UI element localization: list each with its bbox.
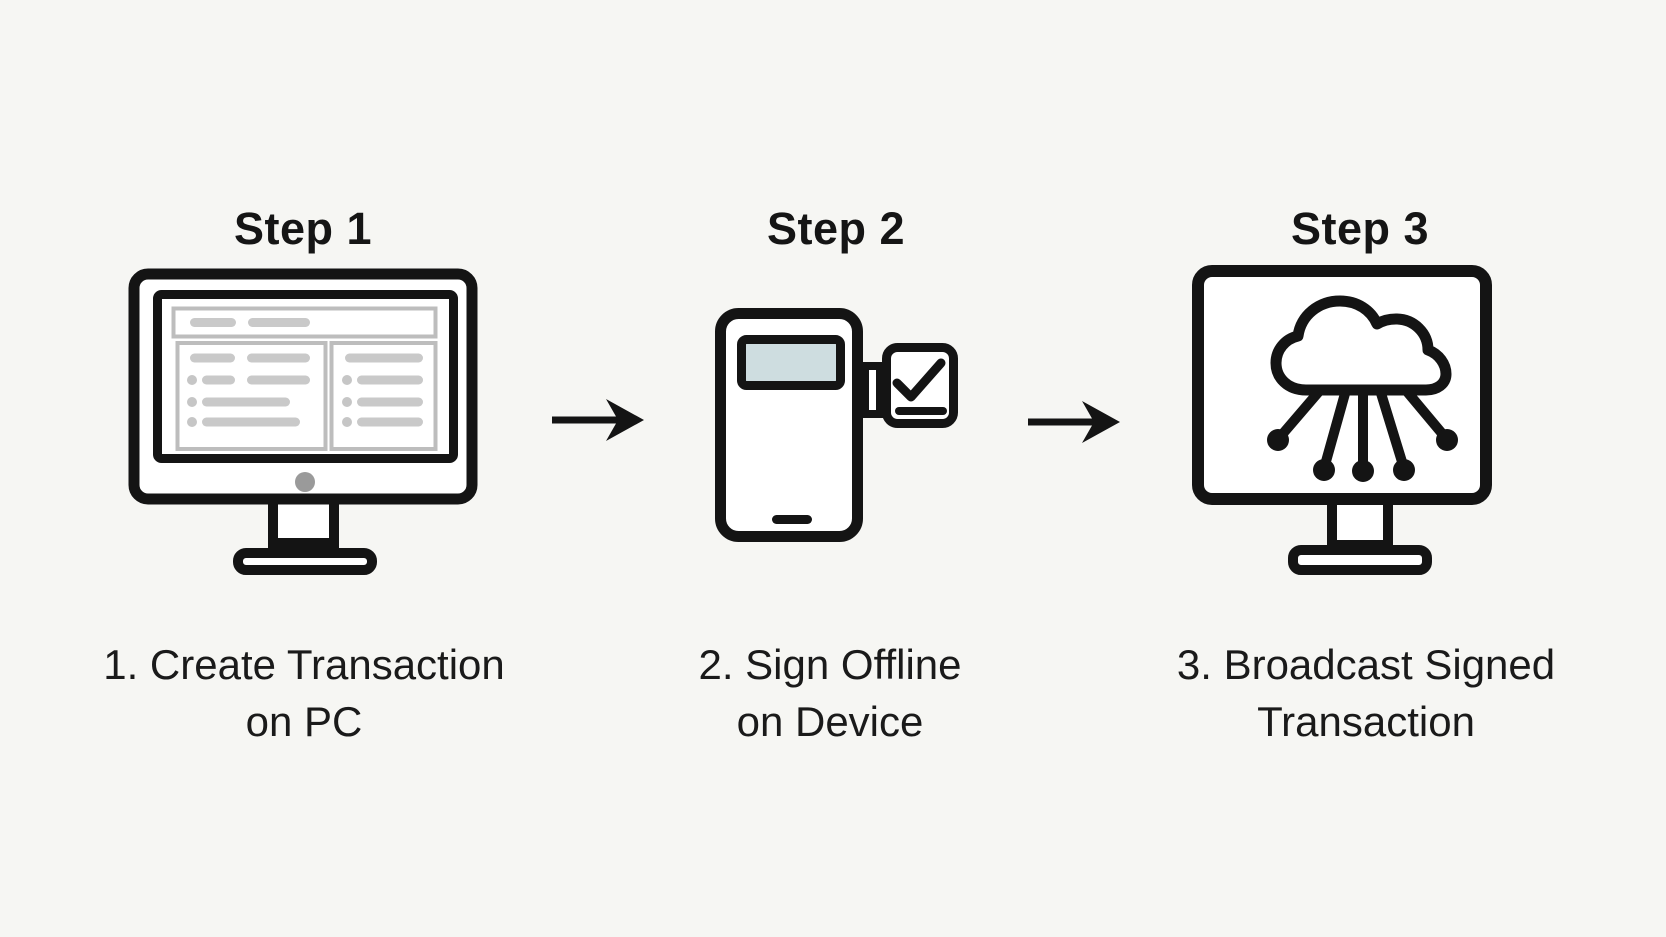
broadcast-nodes — [1267, 429, 1458, 482]
step-3-caption-line2: Transaction — [1257, 698, 1475, 745]
hardware-wallet-signed-icon — [715, 308, 958, 542]
checkmark-icon — [892, 358, 946, 402]
step-2-title: Step 2 — [766, 203, 906, 254]
transaction-table-wireframe — [171, 306, 438, 451]
step-1-caption-line2: on PC — [245, 698, 363, 745]
step-3-caption: 3. Broadcast Signed Transaction — [1177, 636, 1555, 750]
step-1-caption: 1. Create Transaction on PC — [103, 636, 505, 750]
broadcast-network-lines — [1275, 383, 1450, 471]
step-2-caption-line1: 2. Sign Offline — [698, 641, 962, 688]
arrow-right-icon — [552, 399, 644, 441]
step-1-caption-line1: 1. Create Transaction — [103, 641, 505, 688]
step-3-title: Step 3 — [1290, 203, 1430, 254]
device-screen — [737, 335, 845, 390]
desktop-monitor-transaction-icon — [128, 268, 478, 575]
camera-dot — [295, 472, 315, 492]
arrow-right-icon — [1028, 401, 1120, 443]
step-1-title: Step 1 — [233, 203, 373, 254]
step-3-caption-line1: 3. Broadcast Signed — [1176, 641, 1556, 688]
step-2-caption-line2: on Device — [736, 698, 924, 745]
step-2-caption: 2. Sign Offline on Device — [698, 636, 961, 750]
monitor-cloud-broadcast-icon — [1192, 265, 1492, 575]
cloud-icon — [1270, 295, 1452, 396]
